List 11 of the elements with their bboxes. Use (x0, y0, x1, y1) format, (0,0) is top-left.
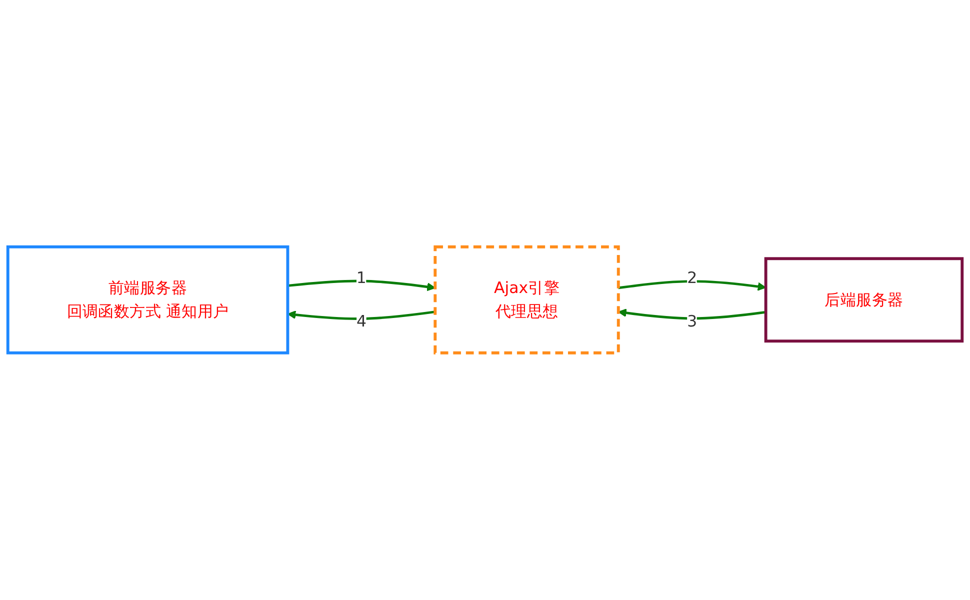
arrow (618, 308, 766, 320)
edge-label: 3 (687, 312, 698, 330)
node-box: 前端服务器 回调函数方式 通知用户 (6, 246, 290, 354)
node-box: 后端服务器 (764, 257, 964, 343)
node-box: Ajax引擎 代理思想 (434, 246, 620, 354)
arrow (618, 280, 766, 291)
edge-label: 1 (356, 268, 366, 288)
arrow (288, 280, 436, 292)
arrow (287, 310, 436, 320)
edge-label: 4 (356, 312, 367, 330)
edge-label: 2 (687, 268, 698, 288)
